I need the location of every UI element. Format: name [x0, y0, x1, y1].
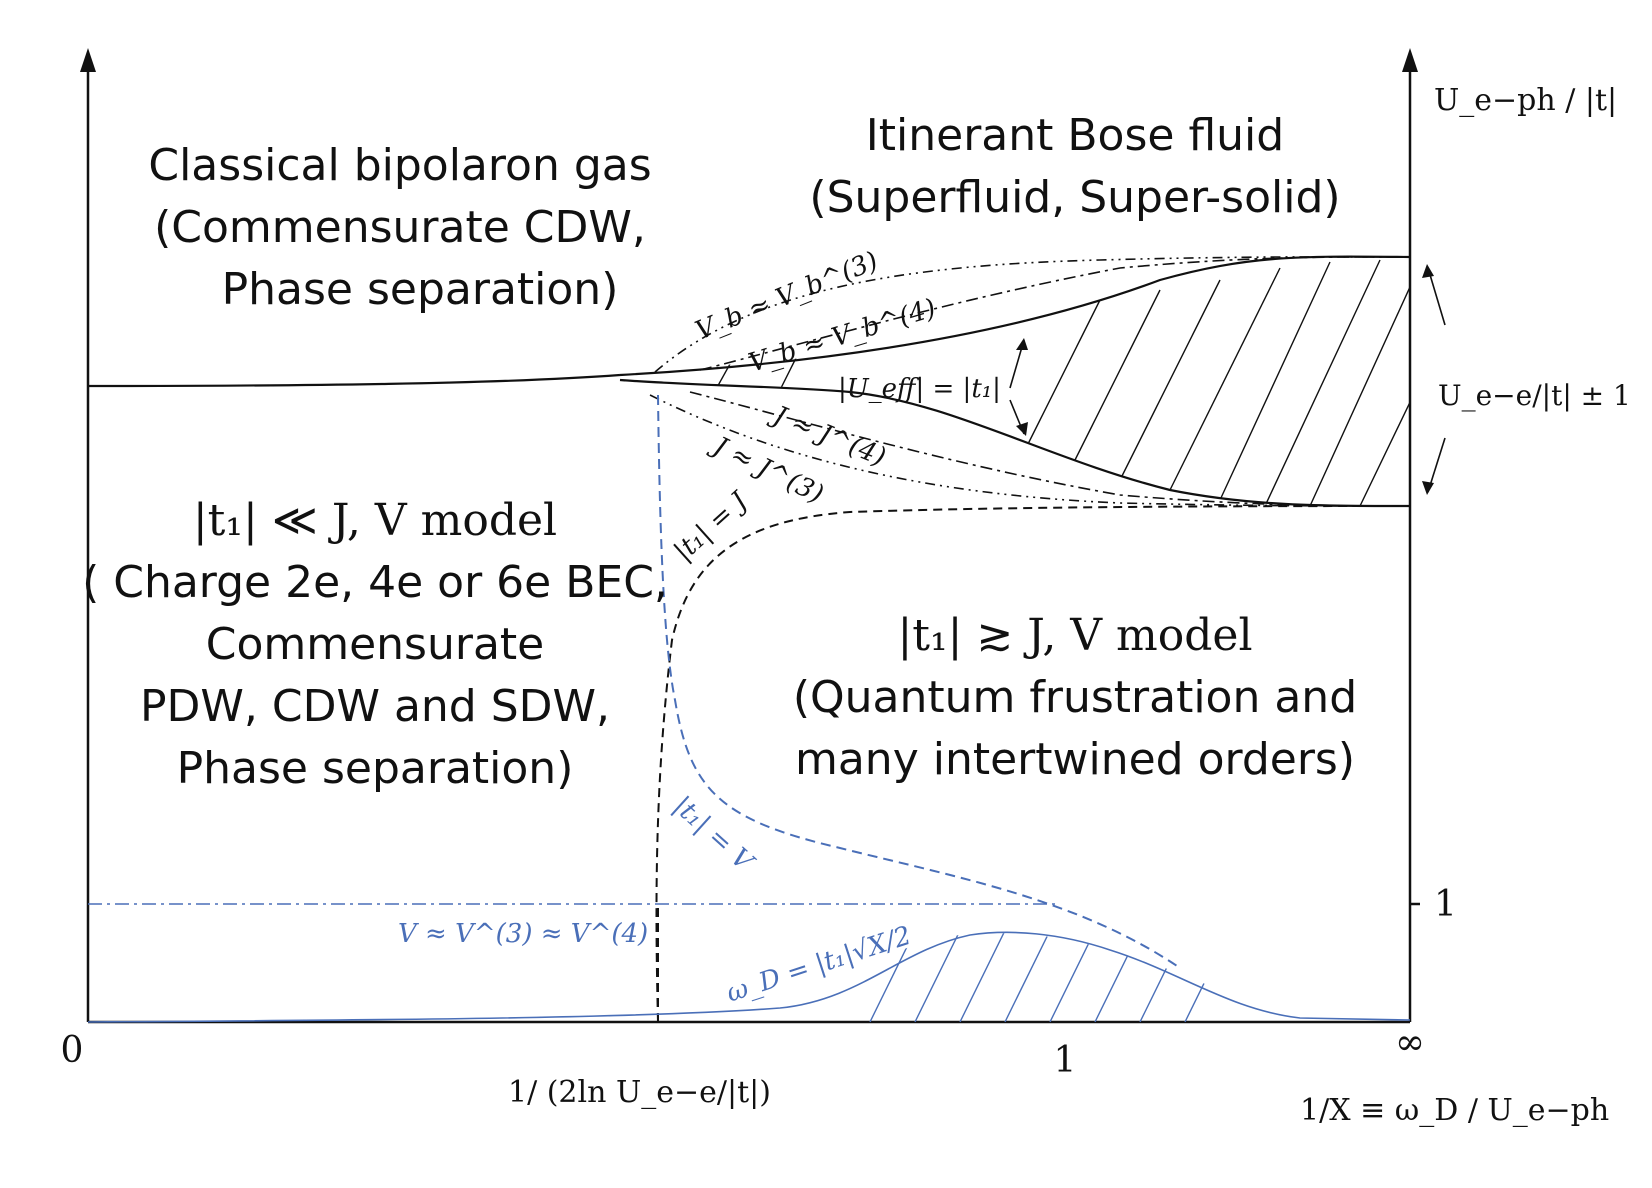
band-arrow-up: [1427, 267, 1446, 326]
region-top-left-line-1: Classical bipolaron gas: [148, 140, 651, 191]
t1-eq-J-curve: [655, 505, 1411, 1023]
region-mid-left: |t₁| ≪ J, V model ( Charge 2e, 4e or 6e …: [82, 495, 668, 794]
left-axis-arrow-icon: [80, 48, 96, 72]
region-mid-right-line-1: |t₁| ≳ J, V model: [897, 610, 1252, 661]
blue-curves: [87, 394, 1411, 1023]
region-top-left-line-3: Phase separation): [222, 264, 619, 315]
arrow-heads: [1016, 264, 1434, 495]
ueff-lower-curve: [619, 378, 1411, 508]
origin-label: 0: [61, 1030, 84, 1071]
label-t1-eq-V: |t₁| = V: [667, 791, 760, 879]
black-curves: [87, 255, 1411, 1023]
vb4-curve: [699, 256, 1411, 371]
j3-curve: [649, 394, 1411, 507]
region-top-left: Classical bipolaron gas (Commensurate CD…: [148, 140, 651, 315]
j4-curve: [689, 391, 1411, 507]
omegaD-curve: [87, 931, 1411, 1023]
region-mid-left-line-2: ( Charge 2e, 4e or 6e BEC,: [82, 557, 668, 608]
lower-hatch: [869, 933, 1246, 1022]
label-t1-eq-J: |t₁| = J: [669, 486, 755, 568]
band-label: U_e−e/|t| ± 1: [1438, 379, 1631, 412]
x-axis-label: 1/X ≡ ω_D / U_e−ph: [1300, 1093, 1609, 1128]
region-top-right-line-2: (Superfluid, Super-solid): [809, 172, 1340, 223]
y-tick-1-label: 1: [1434, 884, 1457, 925]
region-top-left-line-2: (Commensurate CDW,: [154, 202, 646, 253]
label-V-approx: V ≈ V^(3) ≈ V^(4): [398, 919, 648, 949]
region-top-right: Itinerant Bose fluid (Superfluid, Super-…: [809, 110, 1340, 223]
region-mid-left-line-1: |t₁| ≪ J, V model: [193, 495, 557, 546]
t1-eq-V-curve: [657, 394, 1181, 969]
right-axis-arrow-icon: [1402, 48, 1418, 72]
region-mid-left-line-4: PDW, CDW and SDW,: [140, 681, 610, 732]
region-mid-right: |t₁| ≳ J, V model (Quantum frustration a…: [793, 610, 1357, 785]
x-tick-1-label: 1: [1054, 1040, 1077, 1081]
label-omegaD: ω_D = |t₁|√X/2: [723, 921, 915, 1009]
main-horizontal-line: [87, 373, 621, 388]
x-infinity-label: ∞: [1395, 1022, 1425, 1063]
label-ueff: |U_eff| = |t₁|: [838, 374, 1001, 404]
region-mid-right-line-2: (Quantum frustration and: [793, 672, 1357, 723]
region-mid-left-line-3: Commensurate: [206, 619, 545, 670]
x-mark-label: 1/ (2ln U_e−e/|t|): [508, 1075, 771, 1110]
region-top-right-line-1: Itinerant Bose fluid: [866, 110, 1284, 161]
y-axis-label: U_e−ph / |t|: [1434, 83, 1617, 118]
axes: [86, 62, 1420, 1024]
region-mid-left-line-5: Phase separation): [177, 743, 574, 794]
region-mid-right-line-3: many intertwined orders): [795, 734, 1355, 785]
